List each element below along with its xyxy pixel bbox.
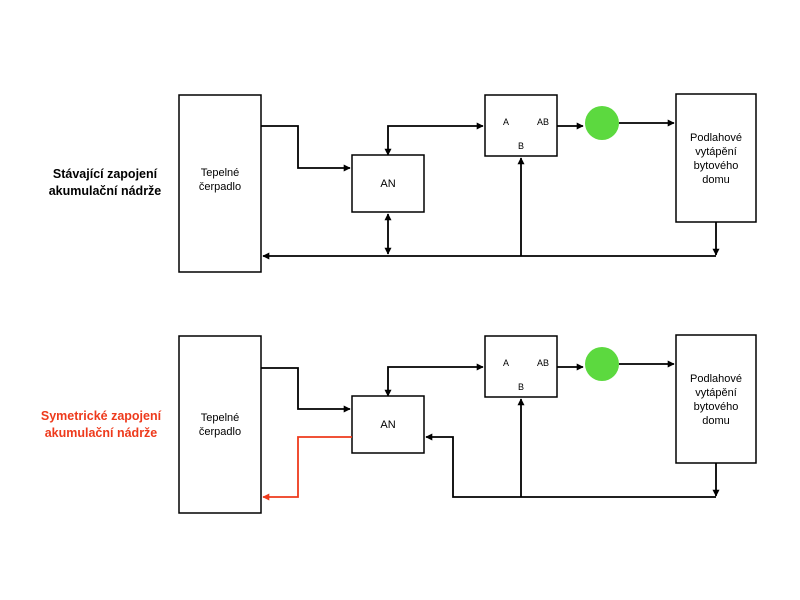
floor-heating-box [675, 334, 757, 464]
floor-heating-label-line3: bytového [694, 401, 739, 413]
pipe-tank-return-to-heatpump-highlight [262, 436, 352, 501]
accumulation-tank-box [351, 154, 425, 213]
diagram-title-line1: Symetrické zapojení [41, 409, 162, 423]
diagram-title-line2: akumulační nádrže [49, 184, 162, 198]
three-way-valve-box [484, 335, 558, 398]
heat-pump-box [178, 94, 262, 273]
floor-heating-box [675, 93, 757, 223]
pipe-return-to-tank [425, 433, 716, 498]
diagram-existing: Stávající zapojení akumulační nádrže Tep… [49, 93, 757, 273]
diagram-symmetric: Symetrické zapojení akumulační nádrže Te… [41, 334, 757, 514]
heat-pump-label-line1: Tepelné [201, 412, 240, 424]
valve-port-ab: AB [537, 117, 549, 127]
circulation-pump-icon [585, 106, 619, 140]
floor-heating-label-line3: bytového [694, 160, 739, 172]
pipe-tank-to-valve-a [384, 363, 484, 397]
floor-heating-label-line1: Podlahové [690, 132, 742, 144]
floor-heating-label-line2: vytápění [695, 387, 737, 399]
diagram-title-line1: Stávající zapojení [53, 167, 158, 181]
circulation-pump-icon [585, 347, 619, 381]
heat-pump-label-line2: čerpadlo [199, 426, 241, 438]
diagram-title-line2: akumulační nádrže [45, 426, 158, 440]
valve-port-a: A [503, 117, 509, 127]
heat-pump-label-line2: čerpadlo [199, 181, 241, 193]
floor-heating-label-line4: domu [702, 415, 730, 427]
valve-port-a: A [503, 358, 509, 368]
heat-pump-label-line1: Tepelné [201, 167, 240, 179]
accumulation-tank-label: AN [380, 178, 395, 190]
three-way-valve-box [484, 94, 558, 157]
pipe-heatpump-to-tank [261, 367, 351, 413]
valve-port-ab: AB [537, 358, 549, 368]
floor-heating-label-line4: domu [702, 174, 730, 186]
floor-heating-label-line2: vytápění [695, 146, 737, 158]
valve-port-b: B [518, 141, 524, 151]
pipe-heatpump-to-tank [261, 125, 351, 172]
valve-port-b: B [518, 382, 524, 392]
floor-heating-label-line1: Podlahové [690, 373, 742, 385]
accumulation-tank-label: AN [380, 419, 395, 431]
heat-pump-box [178, 335, 262, 514]
pipe-tank-to-valve-a [384, 122, 484, 156]
